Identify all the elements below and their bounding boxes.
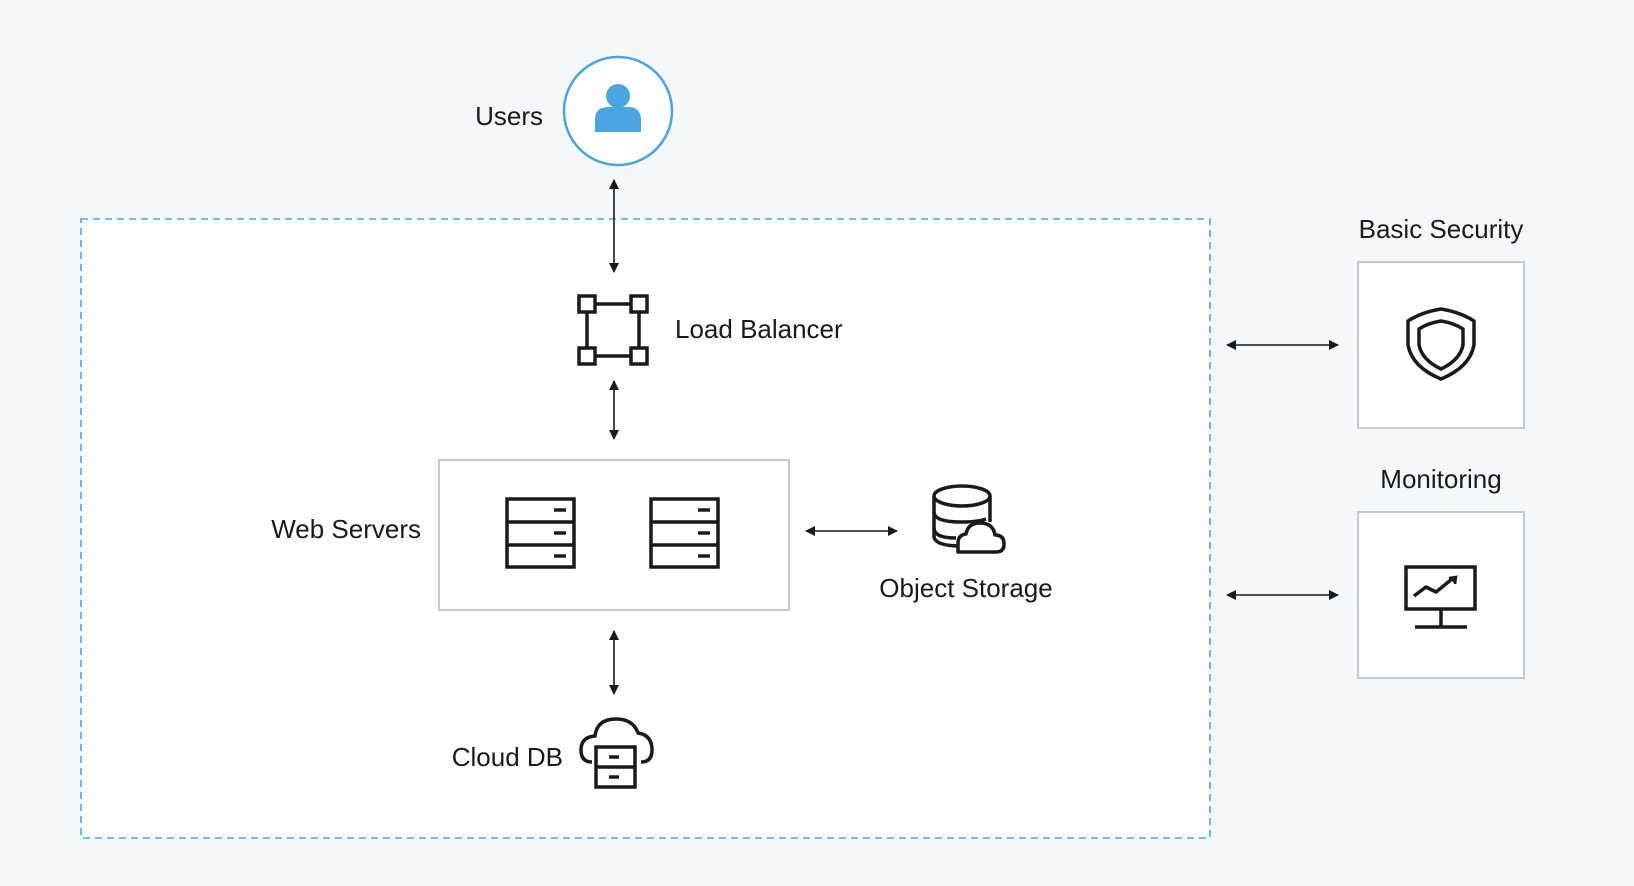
shield-icon: [1406, 307, 1476, 381]
web-servers-label: Web Servers: [271, 514, 421, 544]
users-label: Users: [475, 101, 543, 131]
cloud-database-icon: [579, 717, 654, 789]
monitoring-label: Monitoring: [1380, 464, 1501, 494]
cloud-db-node[interactable]: Cloud DB: [452, 717, 654, 789]
users-node[interactable]: Users: [475, 55, 674, 167]
database-cloud-icon: [932, 484, 1006, 554]
monitoring-box: [1357, 511, 1525, 679]
monitoring-node[interactable]: Monitoring: [1357, 464, 1525, 679]
monitor-chart-icon: [1404, 565, 1477, 629]
object-storage-node[interactable]: Object Storage: [879, 484, 1053, 603]
web-servers-box: [438, 459, 790, 611]
cloud-db-label: Cloud DB: [452, 742, 563, 772]
server-icon: [649, 497, 720, 569]
basic-security-node[interactable]: Basic Security: [1357, 214, 1525, 429]
web-servers-node[interactable]: Web Servers: [271, 459, 790, 611]
load-balancer-label: Load Balancer: [675, 314, 843, 344]
user-icon: [595, 84, 641, 132]
basic-security-label: Basic Security: [1359, 214, 1524, 244]
basic-security-box: [1357, 261, 1525, 429]
object-storage-label: Object Storage: [879, 573, 1052, 603]
server-icon: [505, 497, 576, 569]
load-balancer-icon: [577, 294, 649, 366]
load-balancer-node[interactable]: Load Balancer: [577, 294, 843, 366]
